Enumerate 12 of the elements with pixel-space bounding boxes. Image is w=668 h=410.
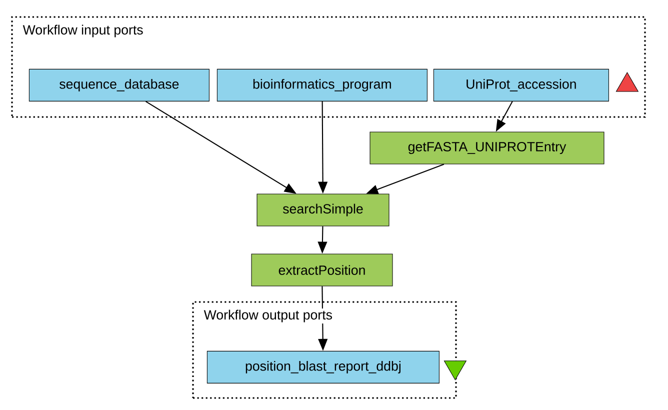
group-title: Workflow input ports <box>21 23 145 39</box>
group-title: Workflow output ports <box>202 308 334 324</box>
port-box: sequence_database <box>28 68 210 102</box>
port-box: position_blast_report_ddbj <box>206 350 440 384</box>
port-group-box <box>192 301 457 399</box>
port-box: bioinformatics_program <box>216 68 428 102</box>
port-group-box <box>11 16 646 118</box>
process-box: searchSimple <box>256 194 390 226</box>
process-box: getFASTA_UNIPROTEntry <box>370 132 604 164</box>
process-box: extractPosition <box>251 254 393 286</box>
triangle-icon <box>444 360 467 380</box>
port-box: UniProt_accession <box>433 68 609 102</box>
